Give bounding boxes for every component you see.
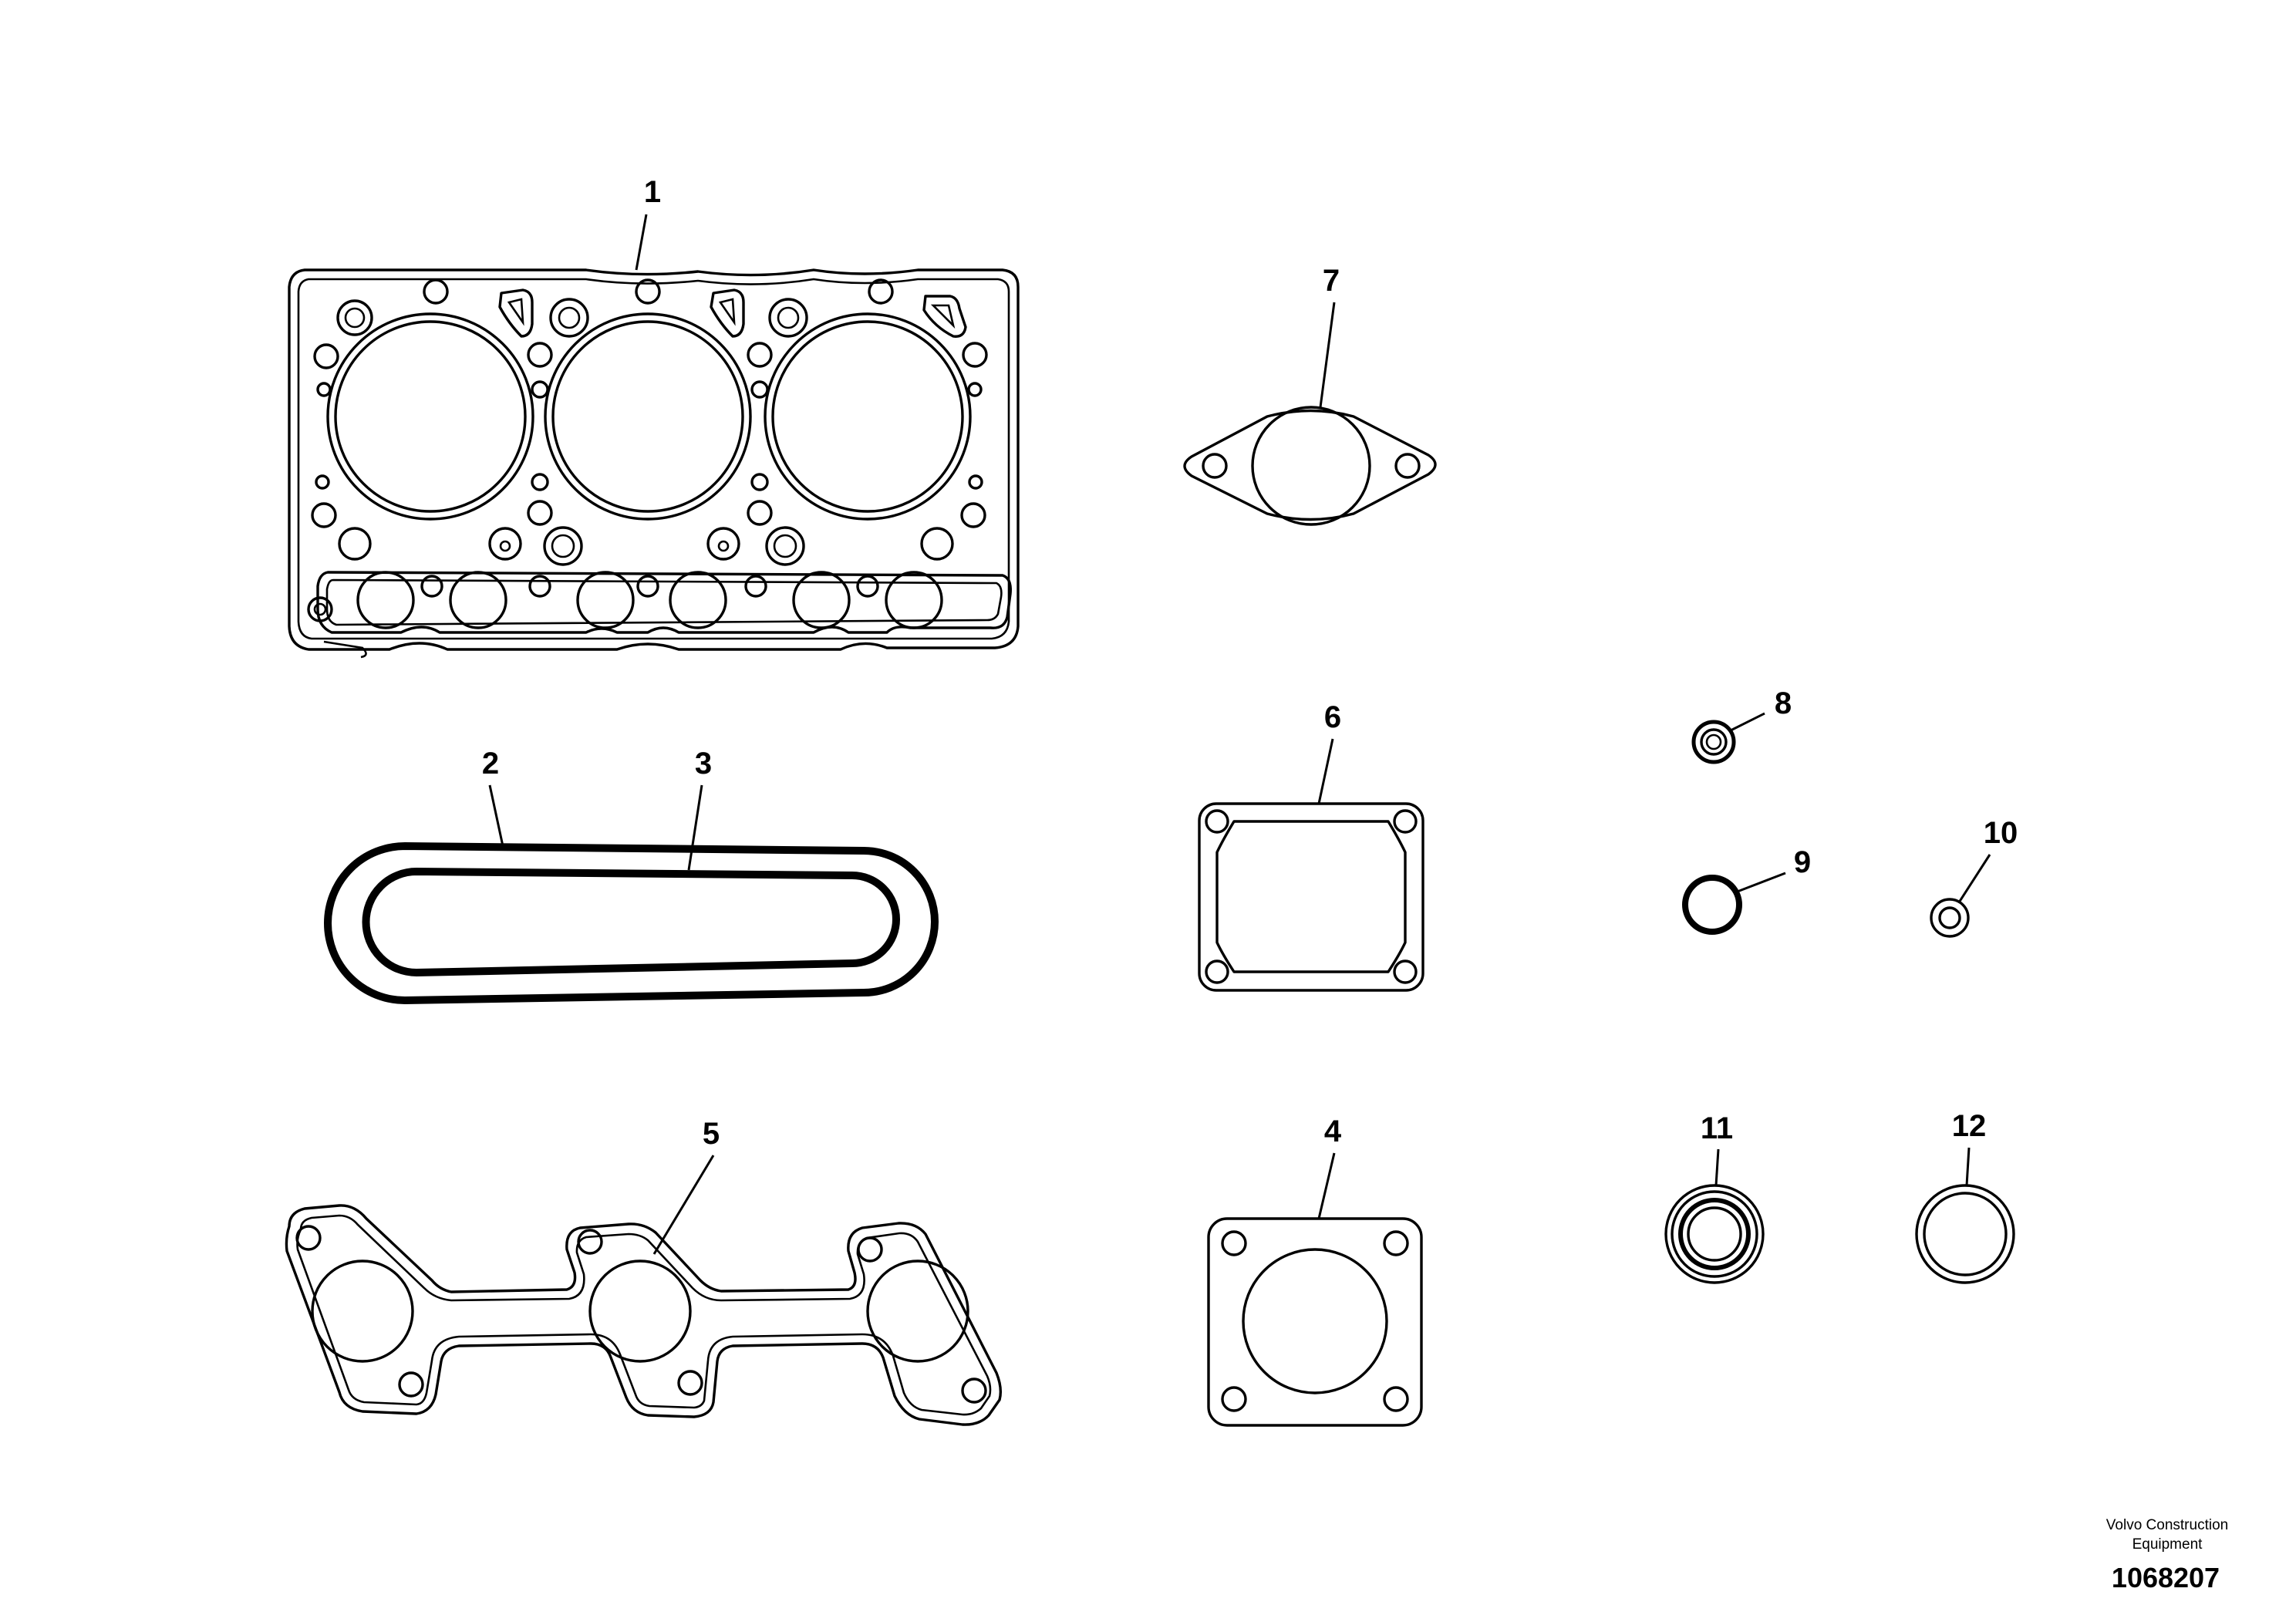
leader-lines — [488, 214, 1991, 1255]
leader-4 — [1317, 1152, 1336, 1219]
leader-3 — [687, 784, 703, 871]
footer: Volvo Construction Equipment 1068207 — [2106, 1517, 2228, 1593]
part-5-manifold-gasket — [285, 1204, 1003, 1426]
part-9-o-ring — [1682, 875, 1742, 935]
leader-6 — [1317, 738, 1334, 804]
callout-5: 5 — [703, 1117, 720, 1151]
part-11-shaft-seal — [1664, 1184, 1765, 1284]
callout-1: 1 — [644, 175, 661, 209]
part-4-square-gasket — [1207, 1217, 1423, 1427]
leader-7 — [1319, 302, 1336, 408]
callout-2: 2 — [482, 747, 499, 781]
callout-12: 12 — [1952, 1109, 1987, 1143]
leader-10 — [1957, 854, 1991, 903]
callout-4: 4 — [1324, 1114, 1342, 1148]
callout-6: 6 — [1324, 700, 1341, 734]
part-1-cylinder-head-gasket — [288, 268, 1020, 659]
leader-12 — [1965, 1147, 1971, 1186]
part-8-small-seal — [1691, 720, 1736, 764]
part-6-square-gasket — [1198, 802, 1424, 992]
part-12-ring — [1915, 1184, 2015, 1284]
leader-9 — [1735, 872, 1786, 894]
leader-8 — [1728, 712, 1765, 733]
leader-1 — [635, 214, 648, 271]
part-10-washer — [1930, 898, 1970, 938]
callout-7: 7 — [1323, 264, 1340, 298]
drawing-number: 1068207 — [2112, 1562, 2220, 1593]
callout-10: 10 — [1984, 816, 2018, 850]
part-2-outer-seal — [324, 842, 939, 1004]
part-3-inner-seal — [362, 868, 900, 976]
callout-3: 3 — [695, 747, 712, 781]
callout-11: 11 — [1701, 1111, 1733, 1145]
part-7-flange-gasket — [1183, 406, 1437, 526]
leader-5 — [652, 1155, 715, 1255]
leader-11 — [1714, 1148, 1720, 1186]
leader-2 — [488, 784, 504, 847]
callout-numbers: 1 2 3 4 5 6 7 8 9 10 11 12 — [482, 175, 2018, 1151]
company-name-line1: Volvo Construction — [2106, 1517, 2228, 1533]
callout-8: 8 — [1775, 686, 1792, 720]
company-name-line2: Equipment — [2132, 1536, 2203, 1553]
callout-9: 9 — [1794, 845, 1811, 879]
